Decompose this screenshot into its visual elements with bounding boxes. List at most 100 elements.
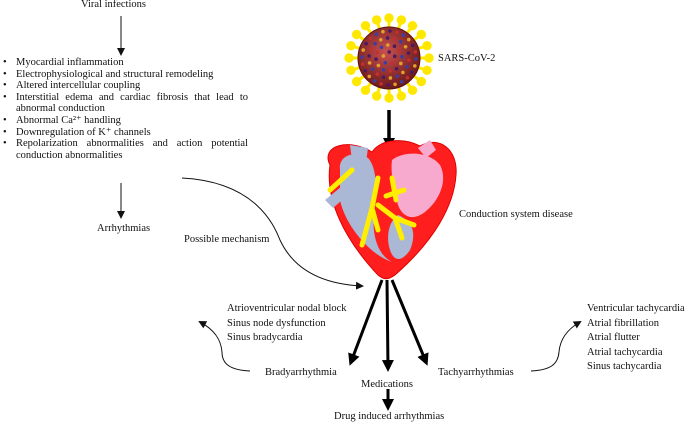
virus-spike-tip (351, 76, 362, 87)
virus-surface-dot (373, 41, 377, 46)
virus-spike-tip (396, 15, 407, 25)
virus-surface-dot (367, 61, 372, 65)
virus-surface-dot (388, 76, 393, 80)
virus-surface-dot (406, 37, 411, 42)
virus-surface-dot (379, 82, 383, 86)
virus-spike-tip (407, 85, 418, 96)
list-item: Atrioventricular nodal block (227, 303, 347, 314)
virus-surface-dot (393, 82, 397, 87)
virus-surface-dot (401, 33, 406, 37)
virus-surface-dot (370, 67, 375, 72)
mechanism-item: Myocardial inflammation (3, 57, 248, 69)
arrow-possible-mechanism (181, 177, 364, 290)
virus-surface-dot (405, 75, 410, 80)
arrow-brady-to-list (198, 321, 251, 372)
virus-spike-tip (396, 91, 407, 101)
virus-spike-tip (416, 76, 427, 87)
virus-spike-tip (346, 40, 356, 51)
virus-surface-dot (398, 40, 403, 44)
virus-surface-dot (395, 74, 399, 79)
virus-surface-dot (399, 80, 404, 84)
virus-surface-dot (413, 64, 417, 68)
virus-surface-dot (413, 50, 418, 54)
virus-surface-dot (398, 61, 403, 66)
list-item: Sinus node dysfunction (227, 317, 326, 329)
virus-surface-dot (360, 62, 365, 66)
label-tachyarrhythmias: Tachyarrhythmias (438, 367, 514, 378)
mechanism-item: Repolarization abnormalities and action … (3, 138, 248, 161)
sars-cov-2-virus-icon (344, 13, 434, 103)
virus-surface-dot (414, 57, 418, 61)
virus-surface-dot (364, 41, 368, 46)
mechanism-item: Altered intercellular coupling (3, 80, 248, 92)
virus-surface-dot (379, 37, 383, 42)
virus-spike-tip (422, 40, 432, 51)
virus-surface-dot (375, 72, 380, 76)
virus-surface-dot (395, 30, 399, 34)
virus-surface-dot (386, 83, 390, 87)
virus-surface-dot (397, 48, 402, 53)
mechanism-list: Myocardial inflammationElectrophysiologi… (3, 57, 248, 161)
virus-spike-tip (360, 85, 371, 96)
label-viral-infections: Viral infections (81, 0, 146, 10)
virus-surface-dot (400, 55, 404, 59)
label-conduction-system-disease: Conduction system disease (459, 209, 573, 220)
list-item: Ventricular tachycardia (587, 303, 685, 314)
virus-surface-dot (381, 29, 385, 34)
virus-surface-dot (392, 44, 397, 49)
virus-spike-tip (384, 93, 394, 103)
virus-surface-dot (383, 60, 388, 65)
virus-surface-dot (388, 29, 392, 33)
virus-surface-dot (392, 36, 397, 41)
virus-surface-dot (368, 36, 373, 41)
virus-surface-dot (381, 75, 386, 80)
virus-surface-dot (385, 36, 390, 40)
arrow-to-medications (381, 279, 394, 372)
virus-surface-dot (386, 43, 390, 47)
virus-spike-tip (351, 29, 362, 40)
mechanism-item: Interstitial edema and cardiac fibrosis … (3, 92, 248, 115)
virus-surface-dot (369, 47, 373, 52)
virus-surface-dot (360, 55, 364, 59)
virus-spike-tip (371, 91, 382, 101)
virus-surface-dot (367, 74, 372, 79)
virus-surface-dot (374, 57, 378, 61)
label-drug-induced: Drug induced arrhythmias (334, 411, 445, 422)
virus-surface-dot (375, 50, 380, 55)
virus-surface-dot (376, 63, 381, 68)
label-possible-mechanism: Possible mechanism (184, 234, 270, 245)
virus-spike-tip (384, 13, 394, 23)
virus-surface-dot (381, 54, 386, 58)
virus-surface-dot (381, 67, 386, 72)
virus-surface-dot (379, 45, 384, 50)
arrow-tachy-to-list (530, 321, 582, 372)
virus-surface-dot (374, 32, 379, 36)
virus-surface-dot (363, 68, 367, 73)
label-bradyarrhythmia: Bradyarrhythmia (265, 367, 337, 378)
virus-surface-dot (410, 70, 414, 75)
mechanism-item: Downregulation of K⁺ channels (3, 127, 248, 139)
list-item: Atrial flutter (587, 332, 640, 344)
virus-surface-dot (405, 64, 409, 69)
virus-surface-dot (392, 54, 397, 59)
virus-surface-dot (390, 61, 395, 65)
mechanism-item: Electrophysiological and structural remo… (3, 69, 248, 81)
label-sars-cov-2: SARS-CoV-2 (438, 53, 496, 64)
label-medications: Medications (361, 379, 413, 390)
virus-surface-dot (406, 51, 411, 55)
virus-surface-dot (367, 54, 371, 58)
label-arrhythmias: Arrhythmias (97, 223, 151, 234)
virus-surface-dot (401, 70, 405, 75)
virus-surface-dot (372, 79, 377, 83)
virus-surface-dot (394, 66, 399, 71)
virus-spike-tip (344, 53, 354, 63)
arrow-to-tachyarrhythmias (390, 279, 429, 366)
virus-spike-tip (422, 65, 432, 76)
list-item: Sinus bradycardia (227, 332, 303, 344)
virus-spike-tip (407, 20, 418, 31)
virus-spike-tip (416, 29, 427, 40)
arrow-to-bradyarrhythmia (348, 279, 384, 366)
